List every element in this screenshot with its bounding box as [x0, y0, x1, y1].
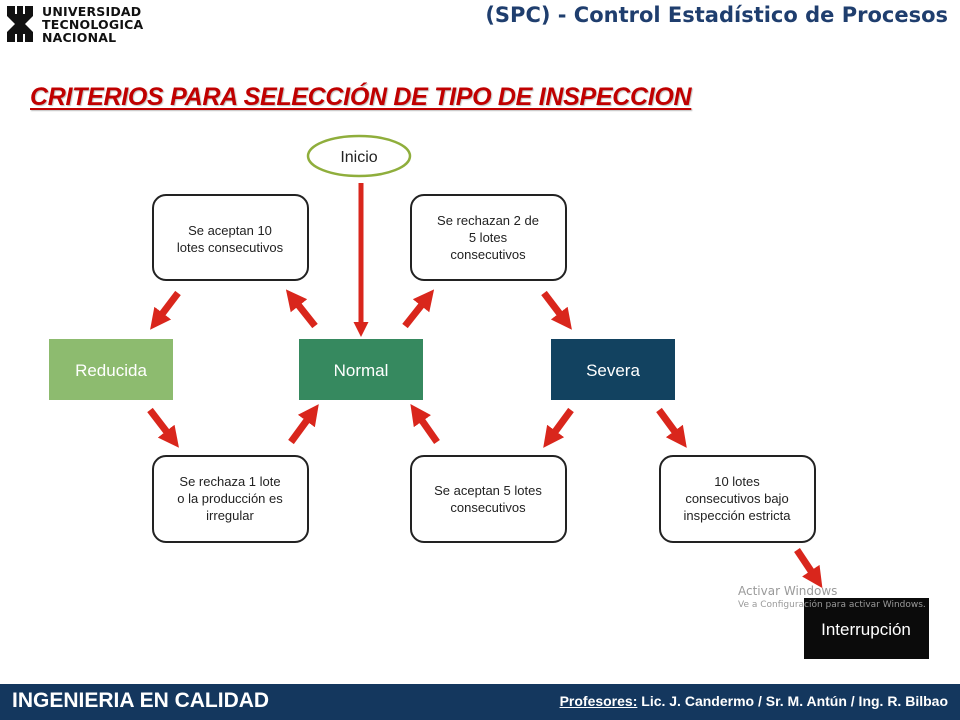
footer-course: INGENIERIA EN CALIDAD [12, 689, 270, 712]
arrow-rechazan2-severa [541, 290, 572, 330]
condition-line: 10 lotes [714, 474, 760, 489]
logo-line-1: UNIVERSIDAD [42, 4, 142, 19]
condition-line: Se aceptan 5 lotes [434, 483, 542, 498]
state-interrupcion: Interrupción [804, 598, 929, 659]
condition-line: Se rechazan 2 de [437, 213, 539, 228]
condition-line: consecutivos bajo [685, 491, 788, 506]
condition-rechazan-2-de-5: Se rechazan 2 de 5 lotes consecutivos [410, 194, 567, 281]
logo-line-3: NACIONAL [42, 30, 117, 45]
state-reducida-box [49, 339, 173, 400]
condition-aceptan-5: Se aceptan 5 lotes consecutivos [410, 455, 567, 543]
arrow-rechaza1-normal [288, 404, 319, 445]
state-label: Severa [586, 361, 640, 380]
professors-names: Lic. J. Candermo / Sr. M. Antún / Ing. R… [641, 693, 948, 709]
slide-title: CRITERIOS PARA SELECCIÓN DE TIPO DE INSP… [30, 83, 692, 111]
condition-line: Se rechaza 1 lote [179, 474, 280, 489]
condition-10-lotes: 10 lotes consecutivos bajo inspección es… [659, 455, 816, 543]
arrow-reducida-rechaza1 [147, 407, 179, 448]
state-severa-box [551, 339, 675, 400]
arrow-normal-aceptan10 [285, 289, 318, 329]
watermark-line-1: Activar Windows [738, 584, 838, 598]
condition-rechaza-1: Se rechaza 1 lote o la producción es irr… [152, 455, 309, 543]
activation-watermark: Activar Windows Ve a Configuración para … [738, 584, 926, 611]
condition-aceptan-10: Se aceptan 10 lotes consecutivos [152, 194, 309, 281]
utn-emblem-icon [4, 4, 36, 44]
footer-bar: INGENIERIA EN CALIDAD Profesores: Lic. J… [0, 684, 960, 720]
watermark-line-2: Ve a Configuración para activar Windows. [738, 600, 926, 610]
professors-label: Profesores: [559, 693, 638, 709]
arrow-severa-10lotes [656, 407, 687, 448]
condition-line: 5 lotes [469, 230, 508, 245]
arrow-aceptan5-normal [410, 403, 440, 445]
arrow-severa-aceptan5 [543, 407, 574, 448]
state-normal-box [299, 339, 423, 400]
condition-line: Se aceptan 10 [188, 223, 272, 238]
condition-line: consecutivos [450, 500, 526, 515]
condition-line: o la producción es [177, 491, 283, 506]
state-severa: Severa [551, 339, 675, 400]
arrow-normal-rechazan2 [402, 289, 435, 329]
condition-line: lotes consecutivos [177, 240, 284, 255]
footer-professors: Profesores: Lic. J. Candermo / Sr. M. An… [560, 693, 948, 709]
start-label: Inicio [340, 149, 377, 166]
condition-line: irregular [206, 508, 254, 523]
arrows-layer [147, 183, 823, 589]
start-node: Inicio [306, 134, 412, 178]
inspection-flow-diagram: Inicio Se aceptan 10 lotes consecutivos … [49, 134, 929, 659]
arrow-aceptan10-reducida [150, 290, 181, 330]
arrow-10lotes-interrupcion [794, 548, 823, 589]
utn-logo: UNIVERSIDAD TECNOLOGICA NACIONAL [4, 2, 174, 48]
condition-line: consecutivos [450, 247, 526, 262]
state-label: Reducida [75, 361, 147, 380]
state-interrupcion-box [804, 598, 929, 659]
condition-line: inspección estricta [684, 508, 792, 523]
logo-line-2: TECNOLOGICA [42, 17, 144, 32]
state-normal: Normal [299, 339, 423, 400]
state-reducida: Reducida [49, 339, 173, 400]
state-label: Interrupción [821, 620, 911, 639]
state-label: Normal [334, 361, 389, 380]
header-title: (SPC) - Control Estadístico de Procesos [485, 3, 948, 27]
